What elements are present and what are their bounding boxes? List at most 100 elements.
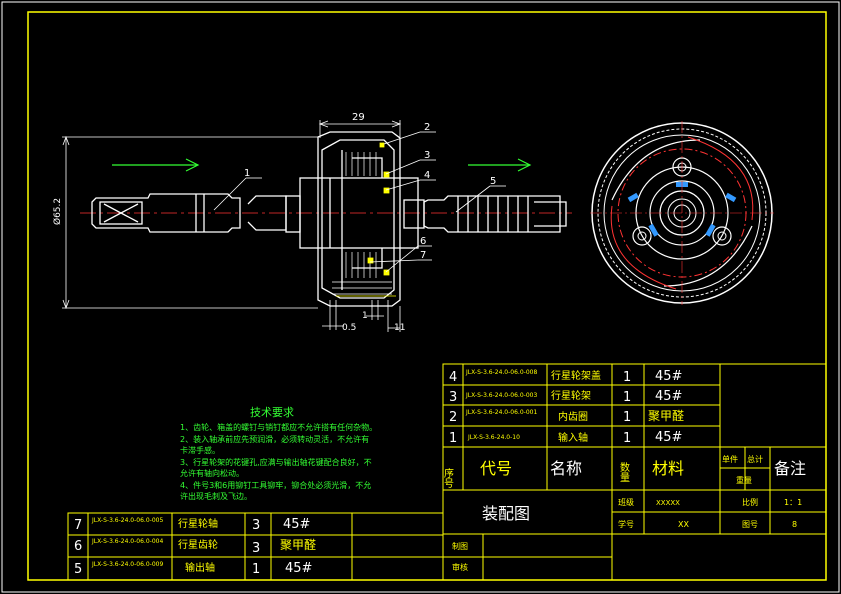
- hdr-code: 代号: [480, 459, 512, 478]
- tech-req-heading: 技术要求: [250, 406, 294, 419]
- tb-sheet-label: 图号: [742, 520, 758, 529]
- row5-code: JLX-S-3.6-24.0-06.0-009: [91, 561, 163, 568]
- parts-row-6: 6 JLX-S-3.6-24.0-06.0-004 行星齿轮 3 聚甲醛: [74, 537, 316, 556]
- row4-mat: 45#: [655, 369, 682, 384]
- row2-mat: 聚甲醛: [648, 408, 684, 423]
- drawing-title: 装配图: [482, 504, 530, 523]
- row6-qty: 3: [252, 541, 260, 556]
- row1-mat: 45#: [655, 430, 682, 445]
- balloon-2: 2: [424, 122, 430, 133]
- parts-row-3: 3 JLX-S-3.6-24.0-06.0-003 行星轮架 1 45#: [449, 389, 682, 405]
- tb-id-val: XX: [678, 520, 689, 529]
- row7-mat: 45#: [283, 517, 310, 532]
- row2-qty: 1: [623, 410, 631, 425]
- dim-bottom: [322, 300, 401, 332]
- row3-name: 行星轮架: [551, 389, 591, 402]
- tech-req-line-1: 1、齿轮、箱盖的螺钉与销钉都应不允许搭有任何杂物。: [180, 422, 377, 432]
- row2-code: JLX-S-3.6-24.0-06.0-001: [465, 409, 537, 416]
- tb-scale-val: 1：1: [784, 498, 802, 507]
- gear-teeth-hatch: [332, 152, 392, 295]
- tech-req-line-4: 3、行星轮架的花键孔,应满与输出轴花键配合良好，不: [180, 457, 372, 467]
- parts-row-4: 4 JLX-S-3.6-24.0-06.0-008 行星轮架盖 1 45#: [449, 369, 682, 385]
- row1-no: 1: [449, 431, 457, 446]
- tb-draw-label: 制图: [452, 541, 468, 551]
- row6-name: 行星齿轮: [178, 538, 218, 551]
- row3-code: JLX-S-3.6-24.0-06.0-003: [465, 392, 537, 399]
- balloon-4: 4: [424, 170, 430, 181]
- balloon-5: 5: [490, 176, 496, 187]
- row6-code: JLX-S-3.6-24.0-06.0-004: [91, 538, 163, 545]
- parts-row-5: 5 JLX-S-3.6-24.0-06.0-009 输出轴 1 45#: [74, 561, 312, 577]
- balloon-leaders: [213, 131, 506, 273]
- parts-list-lower: [67, 512, 444, 581]
- parts-row-2: 2 JLX-S-3.6-24.0-06.0-001 内齿圈 1 聚甲醛: [449, 408, 684, 425]
- hdr-no: 序号: [442, 467, 454, 489]
- hdr-single: 单件: [722, 454, 738, 464]
- tb-id-label: 学号: [618, 519, 634, 529]
- hdr-mat: 材料: [652, 459, 684, 478]
- row4-no: 4: [449, 370, 457, 385]
- tb-scale-label: 比例: [742, 497, 758, 507]
- row3-mat: 45#: [655, 389, 682, 404]
- tech-req-line-6: 4、件号3和6用铆钉工具铆牢，铆合处必须光滑，不允: [180, 480, 371, 490]
- dim-29: [318, 120, 402, 138]
- tb-check-label: 审核: [452, 562, 468, 572]
- row6-no: 6: [74, 539, 82, 554]
- row1-code: JLX-S-3.6-24.0-10: [467, 434, 520, 441]
- gear-housing: [285, 131, 425, 307]
- diameter-dimension: [62, 135, 318, 310]
- parts-row-1: 1 JLX-S-3.6-24.0-10 输入轴 1 45#: [449, 430, 682, 446]
- row4-name: 行星轮架盖: [551, 369, 601, 382]
- hdr-qty: 数量: [618, 461, 630, 482]
- row4-code: JLX-S-3.6-24.0-06.0-008: [465, 369, 537, 376]
- end-view: [590, 121, 774, 305]
- row3-no: 3: [449, 390, 457, 405]
- tech-req-line-3: 卡滞手感。: [180, 445, 220, 455]
- bolt-marks: [336, 142, 396, 297]
- tb-class-label: 班级: [618, 497, 634, 507]
- row2-no: 2: [449, 410, 457, 425]
- balloon-1: 1: [244, 168, 250, 179]
- balloon-3: 3: [424, 150, 430, 161]
- row5-name: 输出轴: [185, 561, 215, 574]
- row6-mat: 聚甲醛: [280, 537, 316, 552]
- hdr-remark: 备注: [774, 459, 806, 478]
- parts-header-row: 序号 代号 名称 数量 材料 单件 总计 重量 备注: [442, 454, 807, 489]
- inner-frame: [27, 11, 827, 581]
- row4-qty: 1: [623, 370, 631, 385]
- row7-qty: 3: [252, 518, 260, 533]
- flow-arrow-right: [468, 158, 532, 172]
- row1-name: 输入轴: [558, 431, 588, 444]
- flow-arrow-left: [112, 158, 200, 172]
- hdr-weight: 重量: [736, 475, 752, 485]
- balloon-6: 6: [420, 236, 426, 247]
- row1-qty: 1: [623, 431, 631, 446]
- row3-qty: 1: [623, 390, 631, 405]
- hdr-name: 名称: [550, 459, 582, 478]
- parts-row-7: 7 JLX-S-3.6-24.0-06.0-005 行星轮轴 3 45#: [74, 517, 310, 533]
- dim-11-label: 11: [394, 323, 405, 333]
- tb-class-val: XXXXX: [656, 499, 680, 507]
- tech-req-line-5: 允许有轴向松动。: [180, 468, 244, 478]
- dim-diameter-label: Ø65.2: [52, 198, 63, 225]
- output-shaft: [423, 195, 567, 233]
- tech-req-line-7: 许出现毛刺及飞边。: [180, 491, 252, 501]
- balloon-7: 7: [420, 250, 426, 261]
- row2-name: 内齿圈: [558, 410, 588, 423]
- row5-mat: 45#: [285, 561, 312, 576]
- input-shaft: [91, 193, 287, 233]
- row7-code: JLX-S-3.6-24.0-06.0-005: [91, 517, 163, 524]
- dim-1-label: 1: [362, 311, 368, 321]
- section-view: Ø65.2: [52, 112, 572, 333]
- row7-name: 行星轮轴: [178, 517, 218, 530]
- dim-05-label: 0.5: [342, 323, 356, 333]
- row5-no: 5: [74, 562, 82, 577]
- row7-no: 7: [74, 518, 82, 533]
- hdr-total: 总计: [747, 454, 763, 464]
- dim-29-label: 29: [352, 112, 365, 123]
- tech-req-line-2: 2、装入轴承前应先预润滑，必须转动灵活，不允许有: [180, 434, 369, 444]
- row5-qty: 1: [252, 562, 260, 577]
- tb-sheet-val: 8: [792, 520, 797, 529]
